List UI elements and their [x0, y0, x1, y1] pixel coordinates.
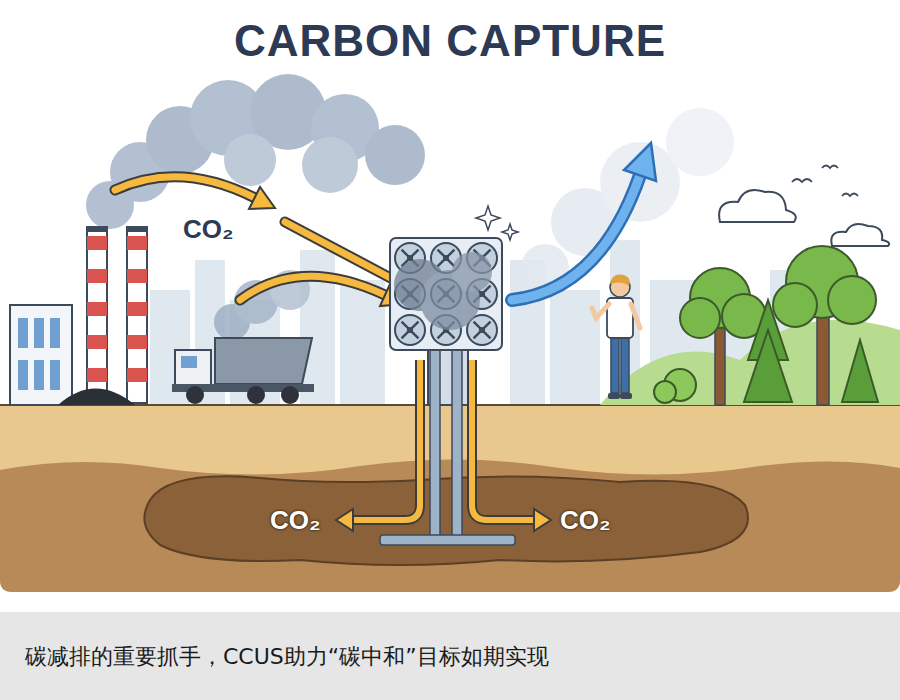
clouds-part — [831, 224, 889, 246]
hills-and-trees-part — [828, 276, 876, 324]
person-part — [620, 393, 632, 399]
hills-and-trees-part — [654, 381, 676, 403]
storage-arrows-part — [336, 509, 353, 531]
person — [592, 274, 640, 399]
factory-part — [86, 226, 108, 403]
factory-part — [50, 360, 60, 390]
clouds-part — [792, 179, 812, 182]
clean-air-part — [666, 108, 734, 176]
hills-and-trees-part — [680, 298, 720, 338]
hills-and-trees-part — [842, 340, 878, 402]
clean-air-arrow-part — [512, 175, 640, 300]
factory-part — [34, 318, 44, 348]
capture-unit-part — [476, 206, 500, 230]
factory-part — [50, 318, 60, 348]
ground-part — [0, 405, 900, 592]
capture-unit-part — [393, 313, 427, 347]
caption: 碳减排的重要抓手，CCUS助力“碳中和”目标如期实现 — [25, 642, 549, 672]
storage-arrows-part — [472, 360, 535, 520]
co2-label: CO₂ — [270, 505, 321, 536]
factory-part — [18, 360, 28, 390]
storage-arrows-part — [352, 360, 420, 520]
smoke-part — [224, 134, 276, 186]
storage-arrows-part — [472, 360, 535, 520]
capture-unit-part — [452, 350, 462, 540]
hills-and-trees — [600, 246, 900, 405]
ground-part — [0, 459, 900, 592]
factory-part — [58, 389, 135, 406]
capture-unit-part — [430, 350, 440, 540]
capture-unit-part — [380, 535, 515, 545]
factory-part — [34, 360, 44, 390]
incoming-co2-arrows-part — [115, 177, 255, 198]
clean-air-arrow — [512, 143, 656, 300]
clean-air-arrow-part — [512, 175, 640, 300]
person-part — [631, 304, 640, 328]
title: CARBON CAPTURE — [0, 16, 900, 66]
factory-part — [18, 318, 28, 348]
clouds-part — [719, 190, 796, 222]
clouds — [719, 166, 889, 247]
capture-unit — [380, 206, 518, 545]
ground — [0, 405, 900, 592]
incoming-co2-arrows-part — [240, 276, 385, 300]
caption-band — [0, 612, 900, 700]
storage-arrows — [336, 360, 551, 531]
capture-unit-part-part — [452, 252, 492, 292]
person-part — [621, 335, 629, 393]
co2-label: CO₂ — [183, 214, 234, 245]
capture-unit-part — [502, 224, 518, 240]
dump-truck-part — [175, 350, 211, 386]
clouds-part — [842, 194, 858, 197]
storage-arrows-part — [534, 509, 551, 531]
capture-unit-part — [394, 252, 492, 330]
incoming-co2-arrows — [115, 177, 419, 306]
capture-unit-part — [390, 238, 502, 350]
incoming-co2-arrows-part — [249, 187, 275, 209]
smoke-part — [365, 125, 425, 185]
ground-part — [144, 476, 748, 565]
dump-truck-part — [215, 338, 312, 384]
factory-part — [10, 305, 72, 405]
dump-truck-part — [247, 386, 265, 404]
incoming-co2-arrows-part — [115, 177, 255, 198]
person-part — [610, 274, 630, 286]
dump-truck-part — [181, 356, 197, 368]
hills-and-trees-part — [715, 320, 725, 405]
dump-truck-part — [281, 386, 299, 404]
person-part — [611, 335, 619, 393]
factory-part — [126, 226, 148, 403]
clouds-part — [822, 166, 838, 169]
hills-and-trees-part — [744, 330, 792, 402]
factory — [10, 226, 148, 405]
incoming-co2-arrows-part — [240, 276, 385, 300]
clean-air-arrow-part — [624, 143, 656, 181]
dump-truck — [172, 338, 314, 404]
city-skyline-part — [340, 280, 385, 405]
co2-label: CO₂ — [560, 505, 611, 536]
person-part — [608, 393, 620, 399]
person-part — [592, 304, 609, 318]
smoke-part — [302, 137, 358, 193]
storage-arrows-part — [352, 360, 420, 520]
hills-and-trees-part — [773, 283, 817, 327]
dump-truck-part — [186, 386, 204, 404]
